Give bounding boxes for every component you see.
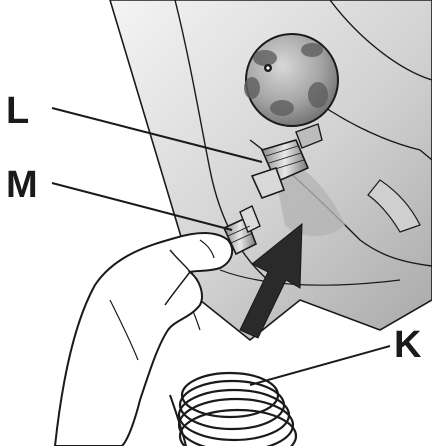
leader-line-k — [250, 346, 390, 385]
drain-knob — [244, 34, 338, 126]
callout-label-m: M — [6, 166, 38, 204]
callout-label-k: K — [394, 326, 421, 364]
coiled-hose-k — [170, 373, 296, 446]
callout-label-l: L — [6, 92, 29, 130]
